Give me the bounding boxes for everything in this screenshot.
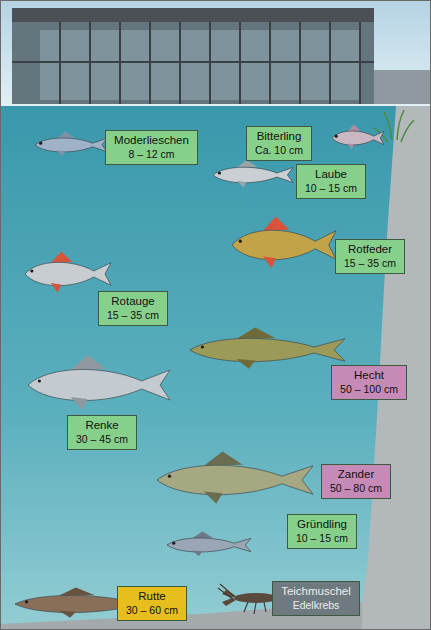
fish-figure	[232, 217, 336, 269]
species-label-box: Gründling10 – 15 cm	[287, 514, 357, 549]
belly-fin	[51, 283, 61, 293]
species-name: Hecht	[340, 369, 398, 383]
fish-figure	[28, 355, 170, 410]
belly-fin	[59, 611, 76, 618]
species-size: 10 – 15 cm	[296, 532, 348, 545]
fish-figure	[213, 160, 293, 188]
fish-eye	[168, 475, 171, 478]
fish-eye	[172, 542, 175, 545]
belly-fin	[57, 150, 66, 156]
fish-body	[213, 167, 293, 183]
dorsal-fin	[192, 532, 213, 539]
species-label-box: TeichmuschelEdelkrebs	[272, 581, 360, 616]
species-name: Gründling	[296, 518, 348, 532]
fish-eye	[39, 142, 42, 145]
fish-eye	[38, 379, 41, 382]
fish-body	[190, 338, 345, 361]
fish-figure	[190, 328, 345, 369]
species-name: Zander	[330, 468, 382, 482]
dorsal-fin	[263, 217, 289, 231]
sky	[0, 0, 431, 106]
species-label-box: Renke30 – 45 cm	[67, 415, 137, 450]
species-size: 30 – 45 cm	[76, 433, 128, 446]
species-size: 15 – 35 cm	[107, 309, 159, 322]
fish-eye	[239, 240, 242, 243]
fish-body	[25, 262, 111, 285]
dorsal-fin	[51, 252, 73, 263]
dorsal-fin	[57, 132, 75, 139]
species-size: 50 – 80 cm	[330, 482, 382, 495]
species-label-box: Laube10 – 15 cm	[296, 164, 366, 199]
fish-figure	[157, 452, 313, 504]
dorsal-fin	[71, 355, 107, 370]
species-label-box: Rutte30 – 60 cm	[117, 586, 187, 621]
belly-fin	[192, 550, 202, 556]
fish-body	[232, 230, 336, 260]
fish-eye	[218, 171, 221, 174]
species-name: Rotauge	[107, 295, 159, 309]
species-label-box: Hecht50 – 100 cm	[331, 365, 407, 400]
species-name: Moderlieschen	[114, 134, 189, 148]
species-size: 30 – 60 cm	[126, 604, 178, 617]
fish-eye	[335, 135, 338, 138]
dorsal-fin	[59, 588, 95, 596]
building	[12, 8, 431, 104]
fish-body	[157, 465, 313, 495]
dorsal-fin	[204, 452, 243, 466]
species-name: Teichmuschel	[281, 585, 351, 599]
belly-fin	[263, 256, 275, 268]
dorsal-fin	[348, 125, 361, 132]
water	[0, 106, 431, 630]
species-size: 10 – 15 cm	[305, 182, 357, 195]
species-label-box: Zander50 – 80 cm	[321, 464, 391, 499]
species-size: 15 – 35 cm	[344, 257, 396, 270]
fish-body	[28, 369, 170, 400]
belly-fin	[237, 359, 256, 369]
belly-fin	[348, 143, 354, 149]
species-name: Renke	[76, 419, 128, 433]
fish-figure	[35, 132, 107, 157]
belly-fin	[204, 491, 223, 503]
fish-body	[332, 131, 384, 145]
fish-eye	[201, 345, 204, 348]
species-size: Edelkrebs	[281, 599, 351, 612]
fish-figure	[332, 125, 384, 150]
fish-body	[35, 138, 107, 152]
species-label-box: Rotauge15 – 35 cm	[98, 291, 168, 326]
species-label-box: Rotfeder15 – 35 cm	[335, 239, 405, 274]
species-label-box: Moderlieschen8 – 12 cm	[105, 130, 198, 165]
species-name: Rotfeder	[344, 243, 396, 257]
fish-figure	[25, 252, 111, 293]
fish-eye	[25, 600, 28, 603]
belly-fin	[237, 181, 247, 188]
fish-group	[15, 125, 384, 618]
fish-figure	[167, 532, 251, 557]
crayfish-figure	[218, 584, 278, 614]
dorsal-fin	[237, 328, 276, 339]
species-size: 50 – 100 cm	[340, 383, 398, 396]
species-name: Rutte	[126, 590, 178, 604]
species-size: 8 – 12 cm	[114, 148, 189, 161]
species-name: Bitterling	[255, 130, 303, 144]
species-label-box: BitterlingCa. 10 cm	[246, 126, 312, 161]
belly-fin	[71, 397, 88, 410]
fish-eye	[30, 269, 33, 272]
species-size: Ca. 10 cm	[255, 144, 303, 157]
species-name: Laube	[305, 168, 357, 182]
fish-body	[167, 538, 251, 552]
dorsal-fin	[237, 160, 257, 168]
